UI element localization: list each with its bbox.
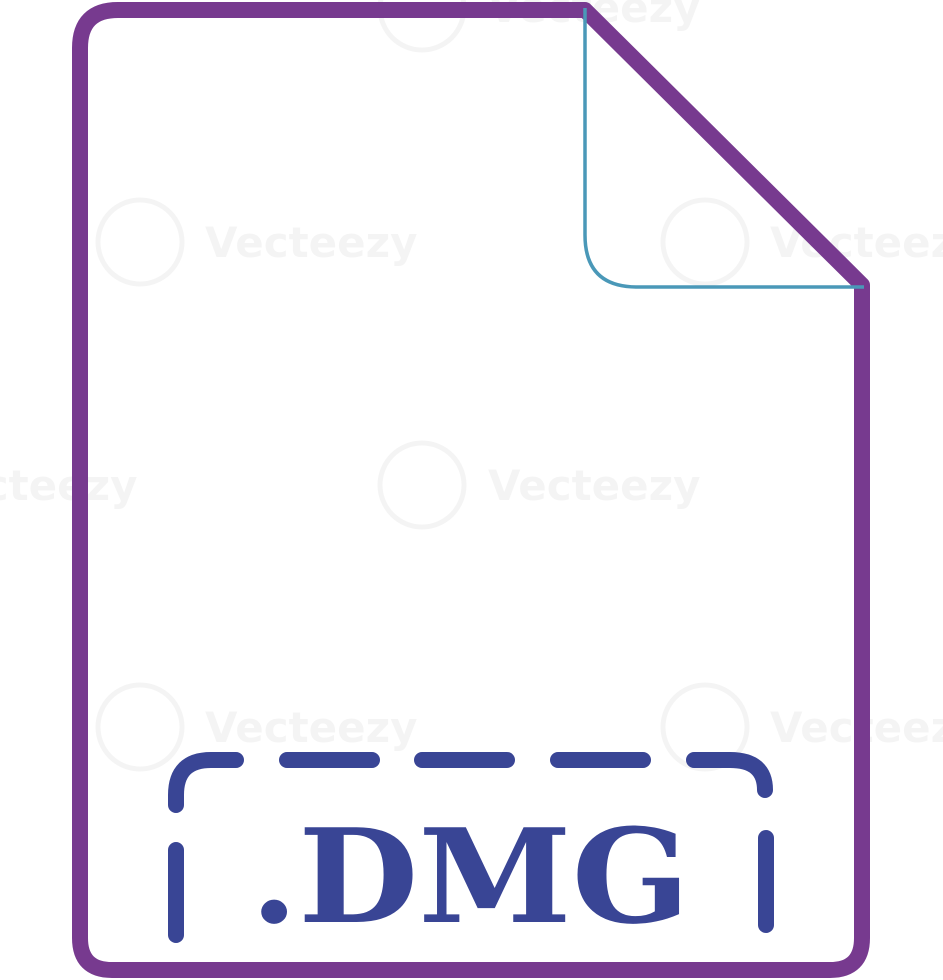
watermark-text: Vecteezy (205, 703, 417, 752)
vecteezy-v-logo-icon (95, 0, 750, 772)
extension-frame (168, 752, 774, 943)
document-outline (72, 2, 870, 978)
extension-label: .DMG (250, 800, 690, 953)
watermark-text: Vecteezy (488, 461, 700, 510)
watermark-text: Vecteezy (205, 218, 417, 267)
watermark-layer: Vecteezy Vecteezy Vecteezy Vecteezy Vect… (0, 0, 943, 772)
folded-corner (583, 8, 864, 289)
watermark-text: Vecteezy (0, 461, 137, 510)
